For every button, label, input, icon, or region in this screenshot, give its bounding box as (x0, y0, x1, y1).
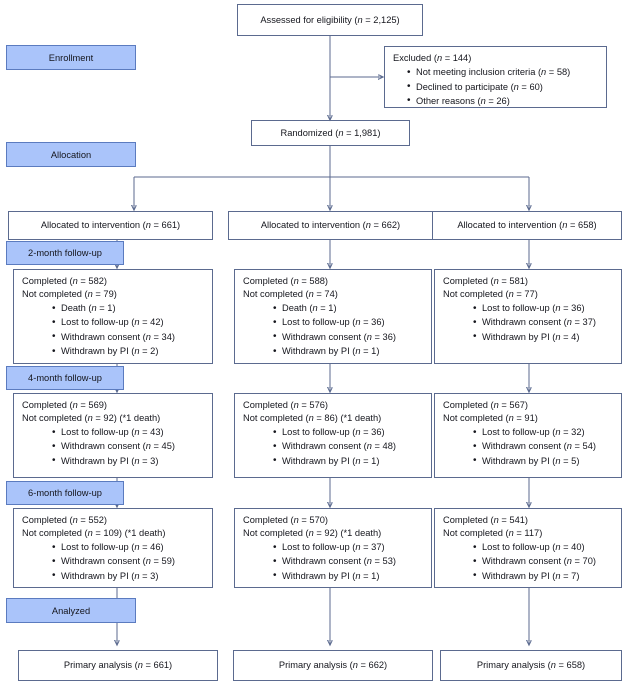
stage-label-allocation: Allocation (6, 142, 136, 167)
excluded-reason-list: Not meeting inclusion criteria (n = 58) … (393, 66, 599, 108)
list-item: Withdrawn consent (n = 45) (52, 440, 205, 454)
stage-label-analyzed: Analyzed (6, 598, 136, 623)
list-item: Withdrawn by PI (n = 7) (473, 569, 614, 583)
completed-line: Completed (n = 541) (443, 515, 529, 525)
list-item: Withdrawn consent (n = 36) (273, 330, 424, 344)
stage-label-followup-4m: 4-month follow-up (6, 366, 124, 390)
list-item: Not meeting inclusion criteria (n = 58) (407, 66, 599, 80)
list-item: Withdrawn by PI (n = 1) (273, 454, 424, 468)
not-completed-line: Not completed (n = 92) (*1 death) (243, 527, 382, 538)
stage-label-text: 6-month follow-up (28, 488, 102, 498)
completed-line: Completed (n = 582) (22, 276, 108, 286)
allocated-text: Allocated to intervention (n = 658) (457, 220, 597, 231)
not-completed-reason-list: Lost to follow-up (n = 40) Withdrawn con… (443, 541, 614, 583)
list-item: Lost to follow-up (n = 36) (273, 316, 424, 330)
stage-label-text: 4-month follow-up (28, 373, 102, 383)
primary-analysis-text: Primary analysis (n = 661) (63, 660, 173, 671)
stage-label-enrollment: Enrollment (6, 45, 136, 70)
allocated-text: Allocated to intervention (n = 662) (260, 220, 401, 231)
not-completed-reason-list: Lost to follow-up (n = 36) Withdrawn con… (443, 302, 614, 344)
followup-6m-box-arm3: Completed (n = 541) Not completed (n = 1… (434, 508, 622, 588)
randomized-box: Randomized (n = 1,981) (251, 120, 410, 146)
completed-line: Completed (n = 569) (22, 400, 108, 410)
excluded-heading: Excluded (n = 144) (393, 53, 472, 63)
stage-label-followup-2m: 2-month follow-up (6, 241, 124, 265)
stage-label-text: Analyzed (51, 605, 91, 616)
not-completed-line: Not completed (n = 117) (443, 527, 543, 538)
followup-6m-box-arm2: Completed (n = 570) Not completed (n = 9… (234, 508, 432, 588)
stage-label-text: Enrollment (48, 52, 94, 63)
list-item: Lost to follow-up (n = 32) (473, 426, 614, 440)
list-item: Lost to follow-up (n = 36) (473, 302, 614, 316)
not-completed-reason-list: Lost to follow-up (n = 36) Withdrawn con… (243, 426, 424, 468)
list-item: Withdrawn consent (n = 48) (273, 440, 424, 454)
list-item: Withdrawn consent (n = 37) (473, 316, 614, 330)
list-item: Lost to follow-up (n = 40) (473, 541, 614, 555)
assessed-text: Assessed for eligibility (n = 2,125) (260, 14, 400, 25)
followup-4m-box-arm2: Completed (n = 576) Not completed (n = 8… (234, 393, 432, 478)
not-completed-line: Not completed (n = 109) (*1 death) (22, 527, 166, 538)
allocated-text: Allocated to intervention (n = 661) (40, 220, 181, 231)
followup-2m-box-arm3: Completed (n = 581) Not completed (n = 7… (434, 269, 622, 364)
list-item: Death (n = 1) (273, 302, 424, 316)
not-completed-reason-list: Death (n = 1) Lost to follow-up (n = 42)… (22, 302, 205, 359)
not-completed-reason-list: Lost to follow-up (n = 32) Withdrawn con… (443, 426, 614, 468)
not-completed-line: Not completed (n = 91) (443, 412, 538, 423)
list-item: Withdrawn by PI (n = 2) (52, 345, 205, 359)
followup-6m-box-arm1: Completed (n = 552) Not completed (n = 1… (13, 508, 213, 588)
not-completed-reason-list: Death (n = 1) Lost to follow-up (n = 36)… (243, 302, 424, 359)
primary-analysis-box-arm1: Primary analysis (n = 661) (18, 650, 218, 681)
list-item: Withdrawn consent (n = 59) (52, 555, 205, 569)
randomized-text: Randomized (n = 1,981) (280, 127, 381, 138)
not-completed-line: Not completed (n = 86) (*1 death) (243, 412, 382, 423)
allocated-box-arm1: Allocated to intervention (n = 661) (8, 211, 213, 240)
list-item: Withdrawn by PI (n = 3) (52, 569, 205, 583)
not-completed-line: Not completed (n = 77) (443, 288, 538, 299)
list-item: Withdrawn consent (n = 53) (273, 555, 424, 569)
primary-analysis-text: Primary analysis (n = 662) (278, 660, 388, 671)
list-item: Lost to follow-up (n = 37) (273, 541, 424, 555)
primary-analysis-box-arm3: Primary analysis (n = 658) (440, 650, 622, 681)
list-item: Lost to follow-up (n = 46) (52, 541, 205, 555)
completed-line: Completed (n = 588) (243, 276, 329, 286)
list-item: Withdrawn consent (n = 34) (52, 330, 205, 344)
allocated-box-arm3: Allocated to intervention (n = 658) (432, 211, 622, 240)
stage-label-followup-6m: 6-month follow-up (6, 481, 124, 505)
stage-label-text: Allocation (50, 149, 92, 160)
completed-line: Completed (n = 581) (443, 276, 529, 286)
completed-line: Completed (n = 552) (22, 515, 108, 525)
not-completed-line: Not completed (n = 74) (243, 288, 338, 299)
primary-analysis-text: Primary analysis (n = 658) (476, 660, 586, 671)
list-item: Lost to follow-up (n = 42) (52, 316, 205, 330)
not-completed-reason-list: Lost to follow-up (n = 46) Withdrawn con… (22, 541, 205, 583)
list-item: Withdrawn by PI (n = 1) (273, 345, 424, 359)
list-item: Withdrawn consent (n = 70) (473, 555, 614, 569)
followup-4m-box-arm1: Completed (n = 569) Not completed (n = 9… (13, 393, 213, 478)
not-completed-reason-list: Lost to follow-up (n = 37) Withdrawn con… (243, 541, 424, 583)
excluded-box: Excluded (n = 144) Not meeting inclusion… (384, 46, 607, 108)
allocated-box-arm2: Allocated to intervention (n = 662) (228, 211, 433, 240)
primary-analysis-box-arm2: Primary analysis (n = 662) (233, 650, 433, 681)
assessed-for-eligibility-box: Assessed for eligibility (n = 2,125) (237, 4, 423, 36)
list-item: Withdrawn by PI (n = 1) (273, 569, 424, 583)
list-item: Death (n = 1) (52, 302, 205, 316)
completed-line: Completed (n = 576) (243, 400, 329, 410)
followup-2m-box-arm2: Completed (n = 588) Not completed (n = 7… (234, 269, 432, 364)
list-item: Lost to follow-up (n = 43) (52, 426, 205, 440)
not-completed-line: Not completed (n = 92) (*1 death) (22, 412, 161, 423)
list-item: Other reasons (n = 26) (407, 94, 599, 108)
list-item: Withdrawn by PI (n = 4) (473, 330, 614, 344)
list-item: Declined to participate (n = 60) (407, 80, 599, 94)
stage-label-text: 2-month follow-up (28, 248, 102, 258)
followup-2m-box-arm1: Completed (n = 582) Not completed (n = 7… (13, 269, 213, 364)
completed-line: Completed (n = 570) (243, 515, 329, 525)
not-completed-reason-list: Lost to follow-up (n = 43) Withdrawn con… (22, 426, 205, 468)
followup-4m-box-arm3: Completed (n = 567) Not completed (n = 9… (434, 393, 622, 478)
list-item: Withdrawn by PI (n = 5) (473, 454, 614, 468)
list-item: Withdrawn consent (n = 54) (473, 440, 614, 454)
list-item: Withdrawn by PI (n = 3) (52, 454, 205, 468)
not-completed-line: Not completed (n = 79) (22, 288, 117, 299)
list-item: Lost to follow-up (n = 36) (273, 426, 424, 440)
completed-line: Completed (n = 567) (443, 400, 529, 410)
